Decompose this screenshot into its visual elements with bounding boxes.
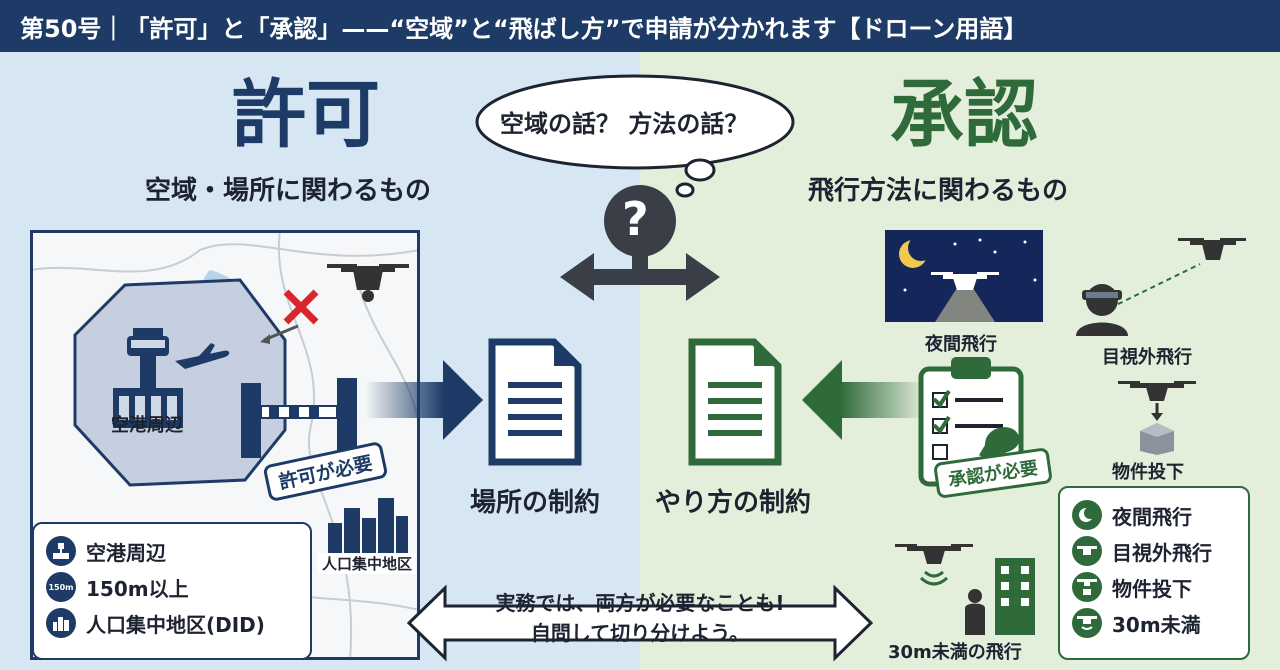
drone-icon [327,264,409,302]
approval-required-text: 承認が必要 [947,457,1040,492]
gate-barrier-icon [241,378,357,458]
permit-title: 許可 [232,72,380,158]
airport-icon [46,536,76,566]
no-entry-cross-icon [260,289,319,344]
question-double-arrow-icon [560,185,720,301]
airport-label: 空港周辺 [111,415,183,436]
legend-item-drop: 物件投下 [1072,572,1236,602]
permit-legend: 空港周辺 150m 150m以上 人口集中地区(DID) [32,522,312,660]
night-flight-label: 夜間飛行 [925,334,997,355]
thought-bubble [475,74,795,198]
moon-drone-icon [899,235,1037,322]
bottom-note: 実務では、両方が必要なことも! 自問して切り分けよう。 [470,588,810,648]
airplane-icon [175,343,230,369]
approval-legend: 夜間飛行 目視外飛行 物件投下 30m未満 [1058,486,1250,660]
approval-subtitle: 飛行方法に関わるもの [808,176,1069,206]
place-constraint-label: 場所の制約 [470,488,601,518]
approval-arrow-icon [802,360,925,440]
did-label: 人口集中地区 [318,553,417,574]
method-constraint-label: やり方の制約 [655,488,812,518]
moon-icon [1072,500,1102,530]
legend-item-did: 人口集中地区(DID) [46,608,298,638]
legend-item-night: 夜間飛行 [1072,500,1236,530]
drone-icon [1072,536,1102,566]
object-drop-illustration [1118,381,1196,455]
night-flight-picture [885,230,1043,322]
bubble-text: 空域の話？ 方法の話？ [500,110,749,138]
city-buildings-icon [328,498,408,553]
bvlos-illustration [1076,238,1246,336]
legend-item-airport: 空港周辺 [46,536,298,566]
drone-near-icon [1072,608,1102,638]
place-document-icon [488,338,582,466]
permit-arrow-icon [365,360,483,440]
permit-subtitle: 空域・場所に関わるもの [145,176,432,206]
bvlos-label: 目視外飛行 [1102,347,1192,368]
page-header: 第50号｜「許可」と「承認」——“空域”と“飛ばし方”で申請が分かれます【ドロー… [0,0,1280,52]
height-150m-icon: 150m [46,572,76,602]
bottom-note-line1: 実務では、両方が必要なことも! [495,591,785,615]
drop-icon [1072,572,1102,602]
control-tower-icon [113,328,183,428]
approval-title: 承認 [890,72,1038,158]
bottom-double-arrow [406,584,874,662]
legend-item-bvlos: 目視外飛行 [1072,536,1236,566]
city-icon [46,608,76,638]
header-title: 第50号｜「許可」と「承認」——“空域”と“飛ばし方”で申請が分かれます【ドロー… [20,14,1028,43]
airport-zone-polygon [73,278,287,487]
bottom-note-line2: 自問して切り分けよう。 [530,621,750,645]
question-mark: ? [622,192,649,246]
legend-item-30m: 30m未満 [1072,608,1236,638]
object-drop-label: 物件投下 [1112,462,1184,483]
near-30m-label: 30m未満の飛行 [888,642,1022,663]
method-document-icon [688,338,782,466]
near-30m-illustration [895,544,1035,635]
legend-item-150m: 150m 150m以上 [46,572,298,602]
